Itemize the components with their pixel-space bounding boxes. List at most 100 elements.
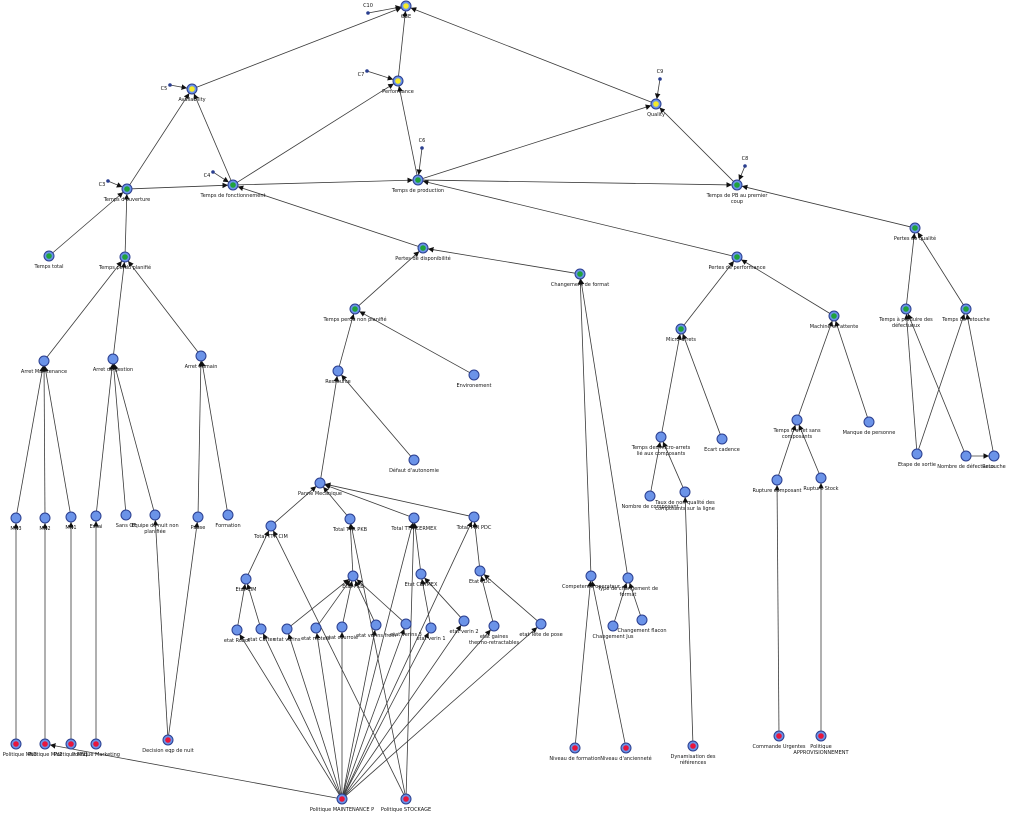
node-ecar[interactable]: etat Carter <box>247 623 276 643</box>
node-ring <box>408 512 420 524</box>
node-mp[interactable]: Manque de personne <box>843 416 896 436</box>
node-label: etat verin 1 <box>416 636 445 642</box>
node-mn3[interactable]: MN3 <box>10 512 22 532</box>
node-tpp[interactable]: Temps perdu planifié <box>98 251 151 271</box>
node-evf[interactable]: etat verins frein <box>356 619 396 639</box>
node-ecim[interactable]: Etat CIM <box>235 573 257 593</box>
node-pmn3[interactable]: Politique MN3 <box>3 738 37 758</box>
node-c4[interactable]: C4 <box>204 170 215 179</box>
node-me[interactable]: Machine en attente <box>810 310 859 330</box>
node-epkb[interactable]: Etat PKB <box>342 570 364 590</box>
node-cfl[interactable]: Changement flacon <box>618 614 667 634</box>
node-form[interactable]: Formation <box>215 509 241 529</box>
node-to[interactable]: Temps d'ouverture <box>103 183 151 203</box>
node-label: Arret Maintenance <box>21 369 67 375</box>
node-pmn1[interactable]: Politique MN1 <box>54 738 88 758</box>
node-cj[interactable]: Changement Jus <box>592 620 634 640</box>
node-avail[interactable]: Availability <box>178 83 206 103</box>
node-ma[interactable]: Micro-arrets <box>666 323 696 343</box>
node-essai[interactable]: Essai <box>90 510 103 530</box>
node-co[interactable]: Competence operateur <box>562 570 621 590</box>
node-ttpdc[interactable]: Total TTR PDC <box>456 511 492 531</box>
node-c8[interactable]: C8 <box>742 156 749 168</box>
node-label: Politique MN1 <box>54 752 88 758</box>
node-perf[interactable]: Performance <box>382 75 414 95</box>
node-tt[interactable]: Temps total <box>34 250 64 270</box>
node-pmain[interactable]: Politique MAINTENANCE P <box>310 793 374 813</box>
node-pause[interactable]: Pause <box>191 511 206 531</box>
node-pmk[interactable]: Politique Marketing <box>72 738 120 758</box>
node-tpnp[interactable]: Temps perdu non planifié <box>322 303 387 323</box>
node-ecou[interactable]: etat courroie <box>326 621 358 641</box>
node-c7[interactable]: C7 <box>358 69 369 78</box>
node-ec[interactable]: Ecart cadence <box>704 433 740 453</box>
node-ever[interactable]: etat verins <box>274 623 301 643</box>
node-pperf[interactable]: Pertes de performance <box>708 251 766 271</box>
node-nd[interactable]: Nombre de défectueux <box>937 450 995 470</box>
node-am[interactable]: Arret Maintenance <box>21 355 67 375</box>
node-c10[interactable]: C10 <box>363 3 373 15</box>
node-env[interactable]: Environement <box>456 369 492 389</box>
node-ttcim[interactable]: Total TTR CIM <box>253 520 288 540</box>
edge-ttpkb-to-pm <box>322 486 348 516</box>
node-etp[interactable]: etat Tete de pose <box>519 618 563 638</box>
node-cf[interactable]: Changement de format <box>551 268 609 288</box>
node-epdc[interactable]: Etat PDC <box>469 565 492 585</box>
node-c9[interactable]: C9 <box>657 69 664 81</box>
node-emot[interactable]: etat moteur <box>301 622 332 642</box>
node-sans[interactable]: Sans OF <box>116 509 137 529</box>
node-pd[interactable]: Pertes de disponibilité <box>395 242 451 262</box>
node-res[interactable]: Ressource <box>325 365 351 385</box>
node-cu[interactable]: Commande Urgentes <box>752 730 806 750</box>
node-label: etat verins frein <box>356 633 396 639</box>
node-es[interactable]: Etape de sortie <box>898 448 936 468</box>
node-tf[interactable]: Temps de fonctionnement <box>200 179 266 199</box>
node-ev2[interactable]: etat verin 2 <box>449 615 479 635</box>
node-core <box>189 86 195 92</box>
node-pm[interactable]: Panne Mecanique <box>298 477 342 497</box>
node-tr[interactable]: Temps de retouche <box>941 303 990 323</box>
node-pmn2[interactable]: Politique MN2 <box>28 738 62 758</box>
node-pq[interactable]: Pertes de qualité <box>894 222 936 242</box>
edge-ecim-to-ttcim <box>247 530 270 575</box>
node-tp[interactable]: Temps de production <box>391 174 444 194</box>
node-ev1[interactable]: etat verin 1 <box>416 622 446 642</box>
node-ttpkb[interactable]: Total TTR PKB <box>332 513 368 533</box>
node-c5[interactable]: C5 <box>161 83 172 92</box>
node-rc[interactable]: Rupture composant <box>752 474 802 494</box>
node-psto[interactable]: Politique STOCKAGE <box>381 793 431 813</box>
node-ring <box>347 570 359 582</box>
node-ag[interactable]: Arret de gestion <box>93 353 133 373</box>
edge-psto-to-ttcer <box>405 522 417 795</box>
node-oee[interactable]: OEE <box>400 0 412 20</box>
node-nc[interactable]: Nombre de composant <box>621 490 679 510</box>
node-nf[interactable]: Niveau de formation <box>549 742 601 762</box>
node-ecer[interactable]: Etat CERMEX <box>405 568 438 588</box>
node-da[interactable]: Défaut d'autonomie <box>389 454 439 474</box>
node-rs[interactable]: Rupture Stock <box>803 472 839 492</box>
node-ret[interactable]: Retouche <box>982 450 1006 470</box>
node-mn1[interactable]: MN1 <box>65 511 77 531</box>
node-c3[interactable]: C3 <box>99 179 110 188</box>
node-ring <box>644 490 656 502</box>
node-erob[interactable]: etat Robot <box>224 624 250 644</box>
node-ttcer[interactable]: Total TTR CERMEX <box>390 512 437 532</box>
node-qual[interactable]: Quality <box>647 98 665 118</box>
edge-ecar-to-ecim <box>246 583 260 625</box>
node-ah[interactable]: Arret humain <box>185 350 218 370</box>
node-den[interactable]: Decision eqp de nuit <box>142 734 194 754</box>
node-c6[interactable]: C6 <box>419 138 426 150</box>
node-na[interactable]: Niveau d'ancienneté <box>600 742 652 762</box>
node-mn2[interactable]: MN2 <box>39 512 51 532</box>
node-ev3[interactable]: etat verins 3 <box>390 618 422 638</box>
